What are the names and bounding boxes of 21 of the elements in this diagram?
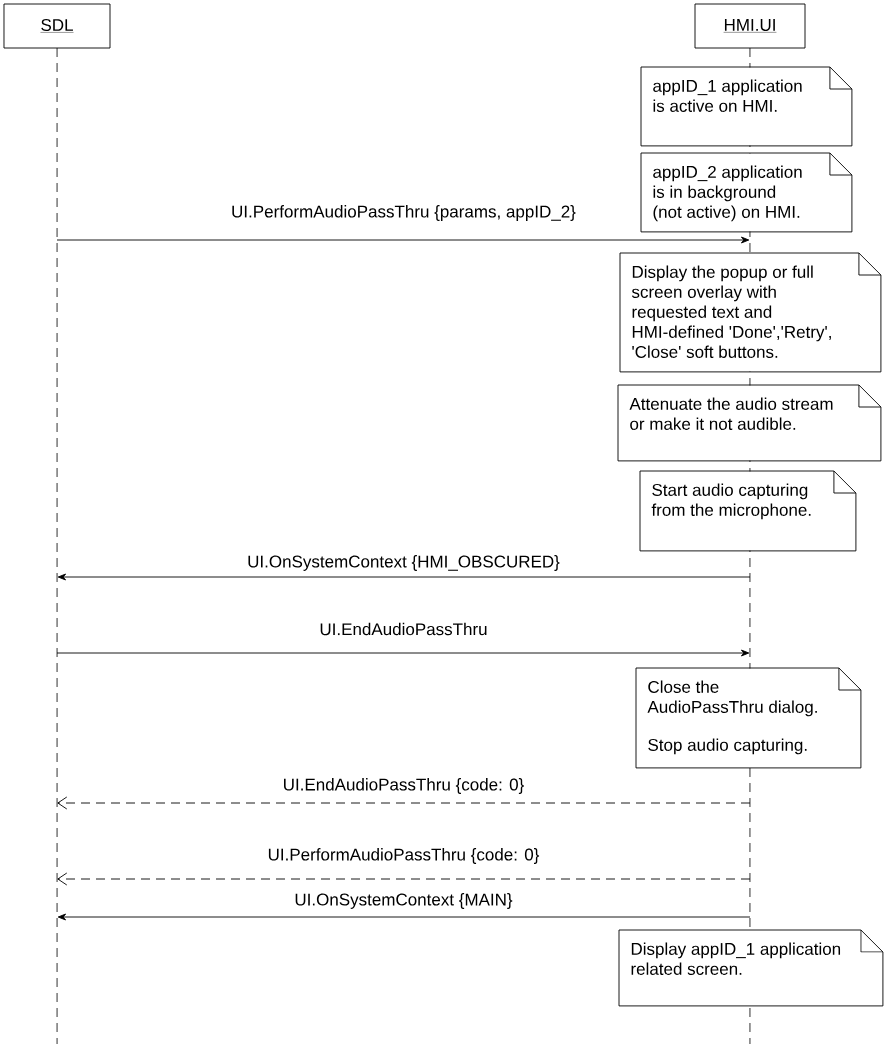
message-arrow (57, 913, 751, 921)
edge-label: UI.PerformAudioPassThru {code: 0} (268, 848, 540, 864)
message-arrow (56, 236, 750, 244)
note: Display the popup or full screen overlay with requested text and HMI-defined 'Done','Retry', 'Close' soft buttons. (619, 252, 882, 373)
participant-box: HMI.UI (694, 3, 806, 49)
edge-label: UI.EndAudioPassThru {code: 0} (284, 778, 524, 794)
edge-label: UI.OnSystemContext {HMI_OBSCURED} (248, 555, 560, 571)
note: appID_1 application is active on HMI. (640, 66, 853, 147)
participant-box: SDL (3, 3, 111, 49)
note: appID_2 application is in background (not active) on HMI. (640, 152, 853, 233)
message-arrow (57, 573, 751, 581)
message-arrow (57, 872, 751, 886)
note: Start audio capturing from the microphone. (639, 470, 857, 552)
edge-label: UI.EndAudioPassThru (320, 622, 487, 636)
message-arrow (57, 796, 751, 810)
note: Display appID_1 application related screen. (618, 929, 884, 1007)
note: Attenuate the audio stream or make it not audible. (617, 384, 882, 462)
edge-label: UI.PerformAudioPassThru {params, appID_2} (232, 205, 576, 221)
message-arrow (56, 649, 750, 657)
note: Close the AudioPassThru dialog. Stop audio capturing. (635, 667, 862, 769)
edge-label: UI.OnSystemContext {MAIN} (295, 893, 513, 909)
